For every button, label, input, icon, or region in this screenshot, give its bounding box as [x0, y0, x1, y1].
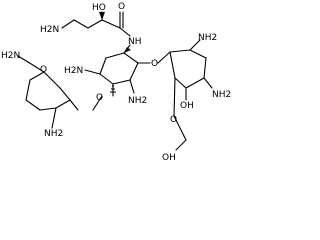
atom-label-oh-bottom: OH — [162, 153, 176, 163]
atom-label-o-amide: O — [118, 2, 125, 12]
atom-label-o-link-left: O — [96, 93, 103, 103]
atom-label-h2n-methyl: H2N — [1, 51, 20, 61]
atom-label-nh2-ring-bottom-left: NH2 — [44, 129, 63, 139]
stereo-bonds — [99, 12, 131, 93]
atom-label-h2n-chain: H2N — [40, 25, 59, 35]
atom-label-o-ring-left: O — [40, 65, 47, 75]
atom-label-nh-amide: NH — [128, 37, 142, 47]
atom-label-o-ring-right: O — [170, 115, 177, 125]
atom-label-nh2-glucose-top: NH2 — [198, 33, 217, 43]
atom-label-nh2-glucose-mid: NH2 — [212, 90, 231, 100]
bond-lines — [17, 11, 213, 151]
atom-label-nh2-ring-center: NH2 — [128, 96, 147, 106]
atom-label-h2n-ring-left: H2N — [64, 66, 83, 76]
atom-label-oh-glucose: OH — [180, 101, 194, 111]
atom-label-o-link-right: O — [151, 59, 158, 69]
atom-label-ho-top: HO — [92, 3, 106, 13]
structural-formula: HO O H2N NH H2N H2N O NH2 O O NH2 NH2 NH… — [1, 2, 231, 163]
atom-labels: HO O H2N NH H2N H2N O NH2 O O NH2 NH2 NH… — [1, 2, 231, 163]
